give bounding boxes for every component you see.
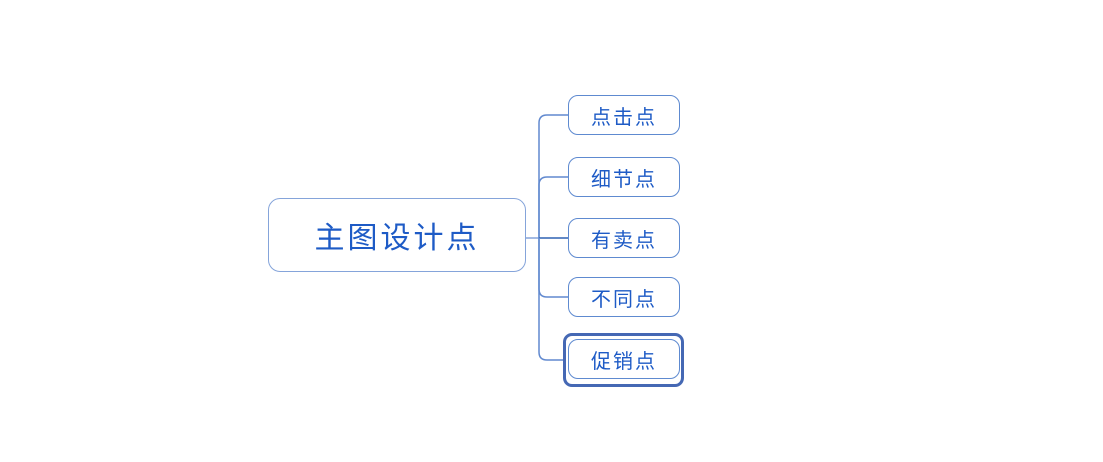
connector-branch-1	[538, 114, 568, 238]
subtopic-label: 细节点	[591, 168, 657, 191]
subtopic-node-click-point[interactable]: 点击点	[568, 95, 680, 135]
subtopic-label: 点击点	[591, 106, 657, 129]
subtopic-label: 促销点	[591, 350, 657, 373]
connector-branch-4	[538, 238, 568, 298]
subtopic-node-selling-point[interactable]: 有卖点	[568, 218, 680, 258]
subtopic-node-detail-point[interactable]: 细节点	[568, 157, 680, 197]
subtopic-label: 有卖点	[591, 229, 657, 252]
subtopic-label: 不同点	[591, 288, 657, 311]
central-topic-label: 主图设计点	[314, 222, 480, 255]
connector-branch-5	[538, 238, 563, 361]
central-topic-node[interactable]: 主图设计点	[268, 198, 526, 272]
subtopic-node-difference-point[interactable]: 不同点	[568, 277, 680, 317]
subtopic-node-promotion-point[interactable]: 促销点	[568, 339, 680, 379]
connector-branch-2	[538, 176, 568, 238]
